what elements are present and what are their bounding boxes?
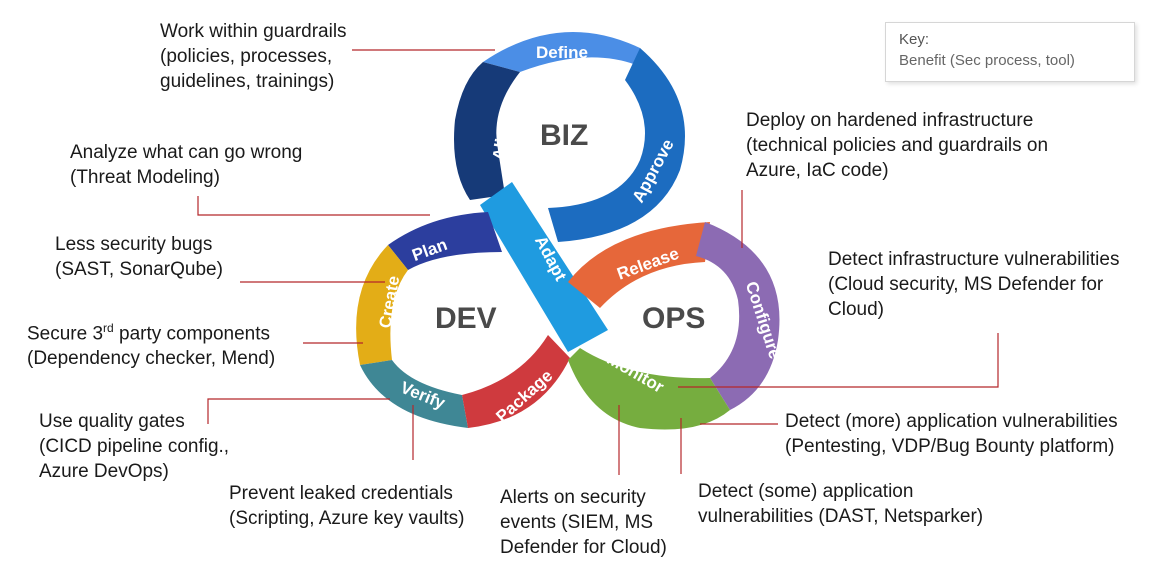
callout-pentest-line2: (Pentesting, VDP/Bug Bounty platform) — [785, 436, 1115, 457]
segment-adapt — [480, 182, 608, 352]
callout-infra: Detect infrastructure vulnerabilities (C… — [828, 247, 1119, 322]
key-description: Benefit (Sec process, tool) — [899, 52, 1075, 69]
callout-gates: Use quality gates (CICD pipeline config.… — [39, 409, 229, 484]
callout-guardrails-line3: guidelines, trainings) — [160, 71, 335, 92]
callout-creds-line1: Prevent leaked credentials — [229, 483, 453, 504]
callout-alerts-line2: events (SIEM, MS — [500, 512, 654, 533]
callout-guardrails-line1: Work within guardrails — [160, 21, 347, 42]
key-title: Key: — [899, 31, 930, 48]
hub-dev: DEV — [435, 302, 497, 335]
callout-thirdparty-pre: Secure 3 — [27, 323, 104, 345]
segment-define-label: Define — [536, 43, 588, 62]
callout-deploy-line2: (technical policies and guardrails on — [746, 135, 1049, 156]
leader-gates — [207, 398, 390, 424]
leader-infra — [678, 333, 999, 388]
callout-alerts-line3: Defender for Cloud) — [500, 537, 667, 558]
segment-create — [356, 245, 408, 365]
leader-lines — [197, 49, 999, 475]
leader-threat — [197, 196, 430, 216]
callout-creds: Prevent leaked credentials (Scripting, A… — [229, 481, 464, 531]
callout-bugs: Less security bugs (SAST, SonarQube) — [55, 232, 223, 282]
key-box: Key: Benefit (Sec process, tool) — [885, 22, 1135, 82]
segment-define — [483, 31, 662, 78]
callout-thirdparty-post: party components — [113, 323, 271, 345]
callout-threat-line1: Analyze what can go wrong — [70, 142, 303, 163]
segment-monitor — [568, 348, 730, 430]
callout-alerts: Alerts on security events (SIEM, MS Defe… — [500, 485, 667, 560]
callout-thirdparty-line2: (Dependency checker, Mend) — [27, 348, 276, 370]
hub-biz: BIZ — [540, 119, 588, 152]
callout-infra-line1: Detect infrastructure vulnerabilities — [828, 249, 1120, 270]
callout-creds-line2: (Scripting, Azure key vaults) — [229, 508, 465, 529]
callout-gates-line1: Use quality gates — [39, 411, 185, 432]
segment-plan — [388, 212, 502, 270]
callout-guardrails-line2: (policies, processes, — [160, 46, 333, 67]
callout-deploy-line1: Deploy on hardened infrastructure — [746, 110, 1034, 131]
callout-thirdparty: Secure 3rd party components (Dependency … — [27, 316, 275, 371]
callout-guardrails: Work within guardrails (policies, proces… — [160, 19, 347, 94]
callout-infra-line3: Cloud) — [828, 299, 884, 320]
callout-deploy-line3: Azure, IaC code) — [746, 160, 889, 181]
callout-thirdparty-line1: Secure 3rd party components — [27, 316, 275, 346]
callout-thirdparty-sup: rd — [103, 321, 114, 335]
callout-pentest: Detect (more) application vulnerabilitie… — [785, 409, 1118, 459]
callout-dast-line2: vulnerabilities (DAST, Netsparker) — [698, 506, 984, 527]
callout-bugs-line2: (SAST, SonarQube) — [55, 259, 223, 280]
callout-dast-line1: Detect (some) application — [698, 481, 914, 502]
hub-ops: OPS — [642, 302, 705, 335]
callout-alerts-line1: Alerts on security — [500, 487, 646, 508]
segment-approve — [548, 48, 685, 242]
callout-deploy: Deploy on hardened infrastructure (techn… — [746, 108, 1048, 183]
segment-configure — [696, 222, 780, 410]
callout-pentest-line1: Detect (more) application vulnerabilitie… — [785, 411, 1118, 432]
callout-threat: Analyze what can go wrong (Threat Modeli… — [70, 140, 302, 190]
segment-package — [462, 335, 570, 428]
callout-dast: Detect (some) application vulnerabilitie… — [698, 479, 983, 529]
segment-verify — [360, 360, 468, 428]
callout-gates-line3: Azure DevOps) — [39, 461, 169, 482]
callout-infra-line2: (Cloud security, MS Defender for — [828, 274, 1104, 295]
callout-gates-line2: (CICD pipeline config., — [39, 436, 230, 457]
callout-threat-line2: (Threat Modeling) — [70, 167, 220, 188]
segment-align — [454, 62, 520, 200]
callout-bugs-line1: Less security bugs — [55, 234, 213, 255]
segment-release — [568, 222, 710, 308]
